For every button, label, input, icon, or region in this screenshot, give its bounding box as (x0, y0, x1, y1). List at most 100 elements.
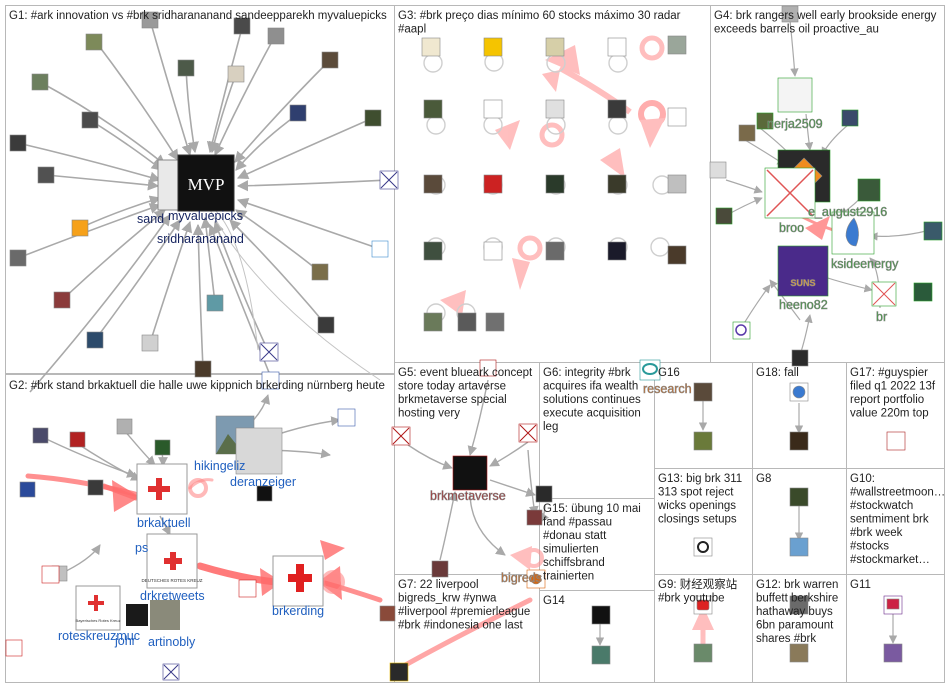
node-label-johr[interactable]: johr (114, 634, 136, 648)
avatar[interactable] (715, 207, 733, 225)
avatar[interactable] (545, 37, 565, 57)
avatar[interactable] (261, 371, 280, 390)
avatar[interactable] (421, 37, 441, 57)
avatar[interactable] (483, 37, 503, 57)
avatar[interactable] (791, 349, 809, 367)
avatar[interactable] (591, 605, 611, 625)
avatar[interactable] (789, 595, 809, 615)
avatar[interactable] (693, 643, 713, 663)
avatar[interactable] (738, 124, 756, 142)
avatar[interactable] (526, 509, 543, 526)
avatar[interactable] (607, 241, 627, 261)
avatar[interactable] (238, 579, 257, 598)
avatar[interactable] (667, 35, 687, 55)
avatar[interactable] (86, 331, 104, 349)
avatar[interactable] (913, 282, 933, 302)
avatar[interactable] (479, 359, 497, 377)
node-label-ksideenergy[interactable]: ksideenergy (831, 257, 900, 272)
avatar[interactable] (667, 245, 687, 265)
node-label-roteskreuzmuc[interactable]: roteskreuzmuc (58, 629, 140, 643)
avatar[interactable] (233, 17, 251, 35)
avatar[interactable] (311, 263, 329, 281)
avatar[interactable] (483, 174, 503, 194)
avatar[interactable] (5, 639, 23, 657)
avatar[interactable] (423, 99, 443, 119)
avatar[interactable] (371, 240, 389, 258)
avatar[interactable] (607, 37, 627, 57)
avatar[interactable] (256, 485, 273, 502)
avatar-johr[interactable] (126, 604, 148, 626)
avatar[interactable] (194, 360, 212, 378)
avatar[interactable] (9, 249, 27, 267)
avatar[interactable] (53, 291, 71, 309)
avatar[interactable] (607, 99, 627, 119)
avatar[interactable] (423, 241, 443, 261)
node-label-drkretweets[interactable]: drkretweets (140, 589, 205, 603)
avatar[interactable] (431, 560, 449, 578)
avatar[interactable] (883, 643, 903, 663)
node-label-deranzeiger[interactable]: deranzeiger (230, 475, 296, 489)
avatar[interactable] (923, 221, 943, 241)
avatar[interactable] (485, 312, 505, 332)
node-label-heeno82[interactable]: heeno82 (779, 298, 828, 313)
avatar[interactable] (154, 439, 171, 456)
avatar[interactable] (364, 109, 382, 127)
avatar[interactable] (667, 107, 687, 127)
avatar[interactable] (116, 418, 133, 435)
avatar-artinobly[interactable] (150, 600, 180, 630)
avatar[interactable] (545, 241, 565, 261)
node-label-august[interactable]: e_august2916 (808, 205, 888, 220)
node-label-myvaluepicks[interactable]: myvaluepicks (168, 209, 243, 223)
avatar[interactable] (886, 431, 906, 451)
avatar[interactable] (31, 73, 49, 91)
avatar-myvaluepicks[interactable] (177, 154, 235, 212)
avatar[interactable] (483, 241, 503, 261)
avatar[interactable] (693, 537, 713, 557)
avatar[interactable] (709, 161, 727, 179)
node-label-artinobly[interactable]: artinobly (148, 635, 196, 649)
avatar[interactable] (85, 33, 103, 51)
avatar[interactable] (607, 174, 627, 194)
avatar[interactable] (545, 174, 565, 194)
avatar[interactable] (535, 485, 553, 503)
avatar[interactable] (789, 431, 809, 451)
node-label-nerja2509[interactable]: nerja2509 (767, 117, 823, 132)
node-label-brkmetaverse[interactable]: brkmetaverse (430, 489, 506, 504)
avatar[interactable] (789, 537, 809, 557)
avatar[interactable] (289, 104, 307, 122)
avatar[interactable] (267, 27, 285, 45)
avatar[interactable] (857, 178, 881, 202)
avatar[interactable] (756, 112, 774, 130)
avatar-heeno82[interactable] (777, 245, 829, 297)
avatar[interactable] (379, 605, 396, 622)
avatar[interactable] (789, 643, 809, 663)
node-label-sand[interactable]: sand (137, 212, 164, 226)
avatar[interactable] (423, 312, 443, 332)
avatar[interactable] (87, 479, 104, 496)
node-label-brkerding[interactable]: brkerding (272, 604, 324, 618)
avatar-deranzeiger[interactable] (235, 427, 283, 475)
node-label-brkaktuell[interactable]: brkaktuell (137, 516, 191, 530)
avatar[interactable] (71, 219, 89, 237)
avatar[interactable] (693, 431, 713, 451)
avatar[interactable] (591, 645, 611, 665)
avatar[interactable] (81, 111, 99, 129)
avatar[interactable] (337, 408, 356, 427)
avatar[interactable] (423, 174, 443, 194)
node-label-hikingeliz[interactable]: hikingeliz (194, 459, 245, 473)
avatar[interactable] (69, 431, 86, 448)
avatar[interactable] (227, 65, 245, 83)
avatar[interactable] (457, 312, 477, 332)
avatar[interactable] (545, 99, 565, 119)
node-label-sridharananand[interactable]: sridharananand (157, 232, 244, 246)
avatar[interactable] (41, 565, 60, 584)
avatar[interactable] (667, 174, 687, 194)
avatar[interactable] (483, 99, 503, 119)
avatar[interactable] (177, 59, 195, 77)
avatar[interactable] (781, 5, 799, 23)
avatar[interactable] (696, 599, 710, 611)
avatar[interactable] (37, 166, 55, 184)
node-label-ps[interactable]: ps (135, 541, 148, 555)
avatar[interactable] (789, 487, 809, 507)
avatar-brkmetaverse[interactable] (452, 455, 488, 491)
